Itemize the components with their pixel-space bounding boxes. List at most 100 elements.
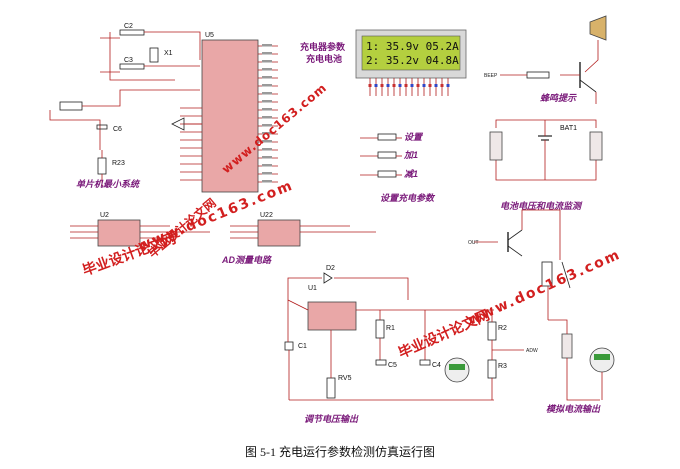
key-switch-symbol (377, 170, 397, 178)
mcu-pin-tag (262, 116, 272, 119)
label-c4: C4 (432, 362, 441, 369)
diode-d2 (323, 272, 333, 284)
chip-u22 (257, 219, 301, 247)
label-current-sim-section: 模拟电流输出 (546, 404, 601, 414)
mcu-pin-tag (262, 124, 272, 127)
lcd-title-line1: 充电器参数 (300, 41, 346, 52)
svg-text:BEEP: BEEP (484, 73, 498, 79)
mcu-pin-tag (262, 132, 272, 135)
capacitor-c2 (119, 29, 145, 36)
lcd-row1: 1: 35.9v 05.2A (366, 40, 459, 53)
current-probe-right (589, 131, 603, 161)
key-switch-symbol (377, 133, 397, 141)
label-u1: U1 (308, 285, 317, 292)
capacitor-c1 (284, 341, 294, 351)
lcd-pin-state (422, 84, 426, 87)
mcu-chip-u5 (201, 39, 259, 193)
buzzer-speaker-icon (589, 15, 607, 41)
label-r2: R2 (498, 325, 507, 332)
resistor-r1 (375, 319, 385, 339)
key-plus-label: 加1 (403, 150, 418, 160)
mcu-pin-tag (262, 92, 272, 95)
label-ad-section: AD测量电路 (221, 255, 272, 265)
label-u2: U2 (100, 212, 109, 219)
watermark-url-text-2: www.doc163.com (465, 246, 623, 328)
mcu-pin-tag (262, 100, 272, 103)
mcu-pin-tag (262, 52, 272, 55)
label-c5: C5 (388, 362, 397, 369)
figure-caption: 图 5-1 充电运行参数检测仿真运行图 (245, 444, 435, 459)
buzzer-section: BEEP 蜂鸣提示 (484, 15, 607, 104)
resistor-buzzer (526, 71, 550, 79)
keys-section: 设置 加1 减1 设置充电参数 (360, 132, 436, 203)
lcd-pin-state (386, 84, 390, 87)
reset-button-symbol (59, 101, 83, 111)
mcu-pin-tag (262, 44, 272, 47)
svg-text:ADW: ADW (526, 348, 538, 354)
battery-section: BAT1 电池电压和电流监测 (489, 119, 603, 211)
lcd-pin-state (374, 84, 378, 87)
lcd-pin-state (404, 84, 408, 87)
mcu-pin-tag (262, 148, 272, 151)
mcu-pin-tag (262, 140, 272, 143)
lcd-pin-state (380, 84, 384, 87)
lcd-pin-state (428, 84, 432, 87)
label-r23: R23 (112, 160, 125, 167)
resistor-r2 (487, 321, 497, 341)
mcu-pin-tag (262, 60, 272, 63)
capacitor-c6 (96, 124, 108, 130)
mcu-pin-tag (262, 164, 272, 167)
key-switch-symbol (377, 151, 397, 159)
label-u22: U22 (260, 212, 273, 219)
resistor-r3 (487, 359, 497, 379)
lcd-pin-state (446, 84, 450, 87)
mcu-pin-tag (262, 180, 272, 183)
label-c1: C1 (298, 343, 307, 350)
label-mcu-section: 单片机最小系统 (76, 179, 141, 189)
resistor-r23 (97, 157, 107, 175)
relay-section: OUT (468, 209, 571, 320)
label-bat1: BAT1 (560, 125, 577, 132)
label-r3: R3 (498, 363, 507, 370)
watermark-url-2: www.doc163.com (465, 246, 623, 328)
mcu-pin-tag (262, 156, 272, 159)
capacitor-c4 (419, 359, 431, 366)
lcd-screen (361, 35, 461, 71)
label-battery-section: 电池电压和电流监测 (500, 201, 583, 211)
mcu-pin-tag (262, 68, 272, 71)
crystal-x1 (149, 47, 159, 63)
mcu-pin-tag (262, 172, 272, 175)
key-minus-label: 减1 (404, 169, 418, 179)
mcu-pin-tag (262, 84, 272, 87)
key-set-label: 设置 (404, 132, 424, 142)
label-u5: U5 (205, 32, 214, 39)
lcd-title-line2: 充电电池 (306, 53, 342, 64)
label-rv5: RV5 (338, 375, 352, 382)
lcd-pin-state (440, 84, 444, 87)
lcd-section: 充电器参数 充电电池 1: 35.9v 05.2A 2: 35.2v 04.8A (300, 29, 467, 96)
lcd-pin-state (368, 84, 372, 87)
regulator-u1 (307, 301, 357, 331)
label-regulator-section: 调节电压输出 (304, 414, 359, 424)
lcd-pin-state (410, 84, 414, 87)
mcu-pin-tag (262, 108, 272, 111)
label-c6: C6 (113, 126, 122, 133)
relay-coil (541, 261, 553, 287)
mcu-pin-tag (262, 76, 272, 79)
capacitor-c3 (119, 63, 145, 70)
current-probe (561, 333, 573, 359)
potentiometer-rv5 (326, 377, 336, 399)
current-sim-section: 模拟电流输出 (546, 319, 615, 414)
label-c3: C3 (124, 57, 133, 64)
lcd-pin-state (416, 84, 420, 87)
voltage-probe-left (489, 131, 503, 161)
label-settings-section: 设置充电参数 (380, 193, 436, 203)
label-c2: C2 (124, 23, 133, 30)
label-r1: R1 (386, 325, 395, 332)
lcd-row2: 2: 35.2v 04.8A (366, 54, 459, 67)
lcd-pin-state (398, 84, 402, 87)
regulator-section: D2 U1 C1 R1 C5 C4 RV5 R2 R3 ADW 调节电压输出 (284, 265, 538, 424)
ad-section: U2 U22 AD测量电路 (70, 212, 376, 265)
label-x1: X1 (164, 50, 173, 57)
